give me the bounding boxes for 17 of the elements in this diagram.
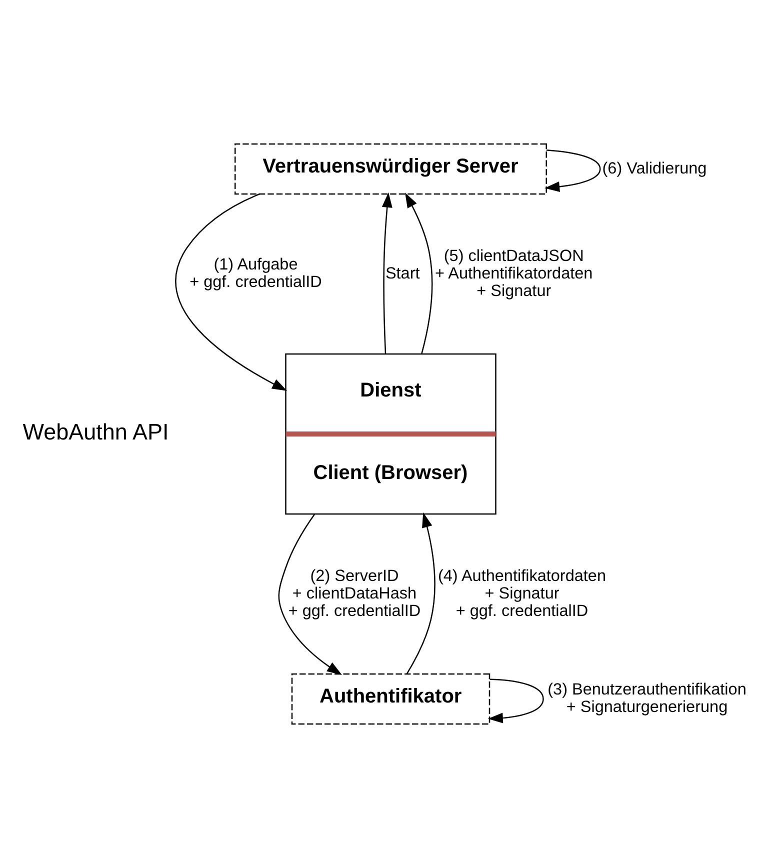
arrow [382, 192, 392, 354]
edge-label: (4) Authentifikatordaten + Signatur + ggf. credentialID [438, 566, 606, 620]
arrow [175, 193, 288, 391]
arrow [278, 514, 342, 675]
edge-label: (6) Validierung [602, 159, 707, 178]
edge-label: (2) ServerID + clientDataHash + ggf. credentialID [288, 566, 421, 620]
label: WebAuthn API [22, 420, 169, 444]
edge-label: Start [385, 264, 420, 282]
arrow [406, 512, 436, 674]
edge-label: (3) Benutzerauthentifikation + Signaturgenerierung [548, 680, 746, 716]
node-box: Vertrauenswürdiger Server [234, 143, 547, 195]
edge-label: (5) clientDataJSON + Authentifikatordaten + Signatur [435, 246, 593, 300]
edge-label: (1) Aufgabe + ggf. credentialID [190, 256, 322, 291]
node-box: Authentifikator [291, 673, 490, 725]
arrow [488, 678, 544, 724]
arrow [544, 149, 601, 192]
arrow [405, 192, 433, 354]
